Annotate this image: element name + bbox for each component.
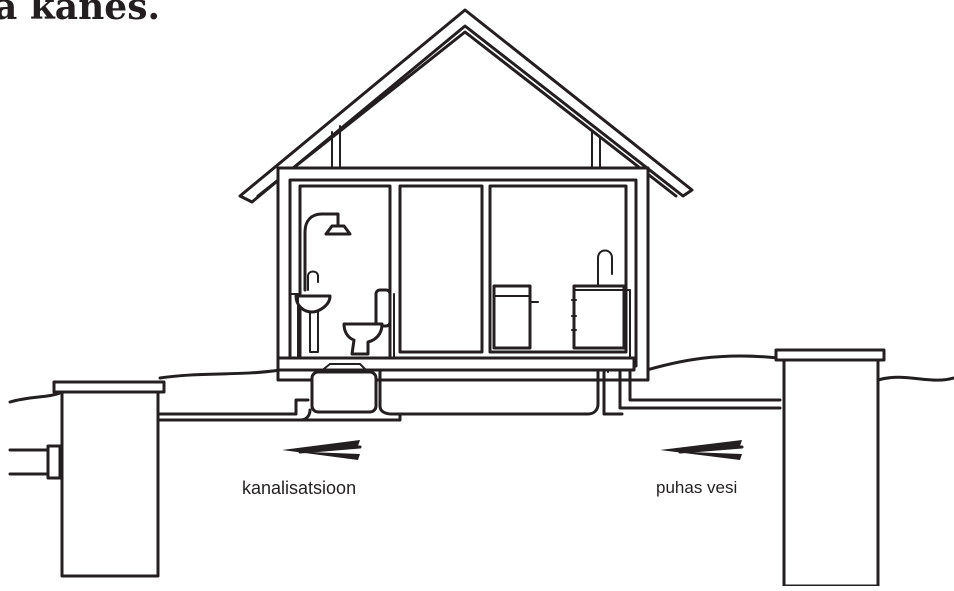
shower-head	[326, 226, 350, 234]
water-well	[784, 358, 878, 586]
septic-tank	[62, 390, 158, 576]
page-title: a kanes.	[0, 0, 160, 28]
septic-tank-lid	[54, 382, 164, 392]
septic-outflow-collar	[48, 446, 60, 478]
sewer-label: kanalisatsioon	[242, 478, 356, 499]
water-well-lid	[776, 350, 884, 360]
water-flow-arrow	[660, 440, 742, 460]
sewer-pipe-lower	[300, 414, 400, 420]
sewer-flow-arrow	[282, 440, 360, 460]
toilet-tank	[376, 290, 390, 326]
sewer-pipe	[160, 400, 310, 420]
sewer-collector	[312, 372, 376, 412]
kitchen-cabinet	[574, 286, 624, 348]
clean-water-label: puhas vesi	[656, 478, 737, 498]
